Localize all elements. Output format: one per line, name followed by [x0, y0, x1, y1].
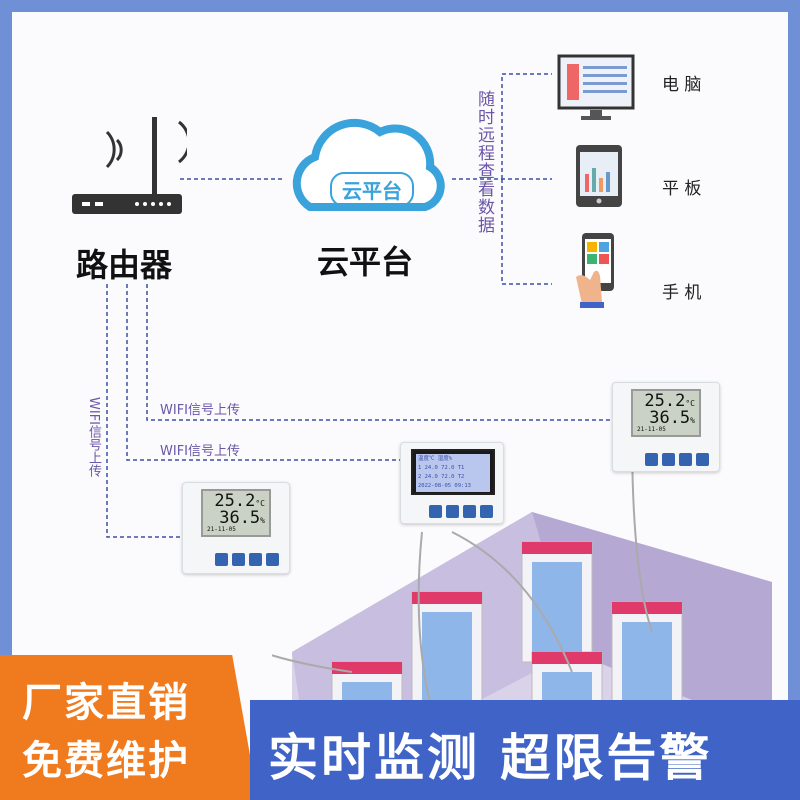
- screen-row: 1 24.0 72.0 T1: [418, 465, 465, 471]
- hum-value: 36.5: [219, 508, 261, 528]
- device-left-screen: 25.2°C 36.5% 21-11-05: [201, 489, 271, 537]
- device-buttons: [645, 453, 709, 466]
- date-value: 21-11-05: [637, 426, 666, 433]
- tablet-icon: [576, 145, 622, 207]
- router-left-device-line: [106, 284, 182, 538]
- wifi-label-vertical: WIFI信号上传: [86, 397, 101, 477]
- date-value: 21-11-05: [207, 526, 236, 533]
- sensor-device-right: 25.2°C 36.5% 21-11-05: [612, 382, 720, 472]
- temp-unit: °C: [255, 499, 265, 508]
- client-label-tablet: 平 板: [662, 179, 702, 199]
- client-label-pc: 电 脑: [662, 75, 702, 95]
- cloud-pc-line: [501, 73, 552, 179]
- temp-unit: °C: [685, 399, 695, 408]
- wifi-label-lower: WIFI信号上传: [160, 444, 240, 459]
- hum-value: 36.5: [649, 408, 691, 428]
- client-label-phone: 手 机: [662, 283, 702, 303]
- banner-left-line1: 厂家直销: [22, 680, 190, 726]
- cloud-label: 云平台: [317, 243, 414, 281]
- remote-view-text: 随时远程查看数据: [474, 90, 494, 234]
- device-right-screen: 25.2°C 36.5% 21-11-05: [631, 389, 701, 437]
- sensor-device-left: 25.2°C 36.5% 21-11-05: [182, 482, 290, 574]
- router-label: 路由器: [76, 246, 173, 284]
- cloud-icon: [292, 118, 445, 211]
- promo-banner-left: [0, 655, 258, 800]
- temp-value: 25.2: [644, 391, 686, 411]
- hum-unit: %: [260, 516, 265, 525]
- wifi-label-upper: WIFI信号上传: [160, 403, 240, 418]
- device-buttons: [429, 505, 493, 518]
- hum-unit: %: [690, 416, 695, 425]
- router-center-device-line: [126, 284, 400, 461]
- computer-icon: [557, 54, 635, 120]
- screen-row: 2022-08-05 09:13: [418, 483, 471, 489]
- router-right-device-line: [146, 284, 612, 421]
- promo-banner-right: [250, 700, 800, 800]
- cloud-inner-label: 云平台: [330, 172, 414, 207]
- phone-icon: [576, 233, 614, 308]
- connection-lines: [106, 73, 612, 538]
- sensor-device-center: 温度℃ 湿度% 1 24.0 72.0 T1 2 24.0 72.0 T2 20…: [400, 442, 504, 524]
- banner-left-line2: 免费维护: [22, 738, 190, 784]
- device-buttons: [215, 553, 279, 566]
- cloud-phone-line: [501, 179, 552, 285]
- router-icon: [72, 117, 187, 214]
- device-center-screen: 温度℃ 湿度% 1 24.0 72.0 T1 2 24.0 72.0 T2 20…: [411, 449, 495, 495]
- temp-value: 25.2: [214, 491, 256, 511]
- screen-row: 温度℃ 湿度%: [418, 456, 453, 462]
- screen-row: 2 24.0 72.0 T2: [418, 474, 465, 480]
- banner-right-text: 实时监测 超限告警: [268, 729, 713, 787]
